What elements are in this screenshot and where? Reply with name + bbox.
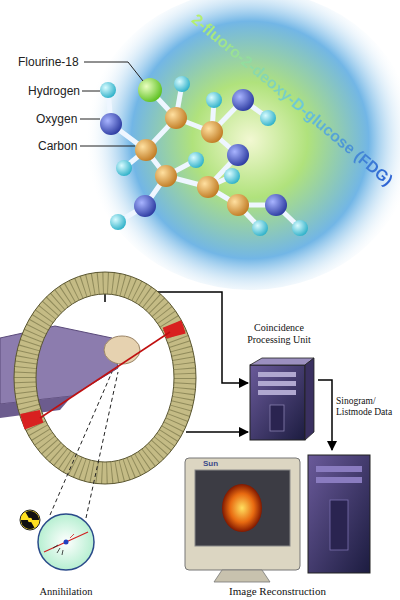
data-connector: [318, 380, 332, 450]
fluorine-atom: [138, 78, 162, 102]
carbon-atoms-part: [155, 165, 177, 187]
pet-scanner-ring-part: [40, 332, 170, 418]
annihilation-circle: [38, 514, 94, 570]
carbon-atoms: [135, 107, 249, 216]
oxygen-atoms-part: [227, 144, 249, 166]
oxygen-atoms-part: [232, 89, 254, 111]
radiation-symbol: [19, 508, 42, 531]
workstation-part: [222, 484, 262, 532]
radiation-symbol-part: [28, 518, 32, 522]
atom-label: Oxygen: [36, 112, 77, 126]
coincidence-unit-tower-part: [258, 381, 296, 386]
pet-scanner-ring-part: [25, 283, 185, 473]
patient-part: [104, 336, 140, 364]
zoom-lines-part: [86, 372, 118, 518]
hydrogen-atoms-part: [188, 152, 204, 168]
workstation-part: [308, 455, 370, 573]
leader-lines-part: [84, 62, 143, 81]
coincidence-unit-tower-part: [258, 390, 296, 395]
workstation-part: [195, 470, 290, 546]
oxygen-atoms: [100, 89, 287, 217]
carbon-atoms-part: [165, 107, 187, 129]
pet-scanner-ring-part: [36, 294, 174, 462]
workstation-part: [316, 466, 362, 472]
leader-lines-part: [82, 91, 100, 92]
molecule-glow-part: [85, 0, 400, 290]
workstation: [185, 455, 370, 582]
node-box: Image Reconstruction: [180, 450, 375, 598]
carbon-atoms-part: [227, 194, 249, 216]
hydrogen-atoms-part: [252, 220, 268, 236]
logo-text: Sun: [203, 459, 218, 468]
molecule-bonds: [108, 84, 300, 228]
hydrogen-atoms-part: [110, 214, 126, 230]
leader-lines-part: [80, 146, 135, 147]
hydrogen-atoms-part: [260, 110, 276, 126]
annihilation-circle-part: [53, 545, 63, 555]
fluorine-atom-part: [138, 78, 162, 102]
coincidence-unit-tower-part: [250, 365, 305, 440]
connector-label: Sinogram/ Listmode Data: [336, 396, 398, 419]
hydrogen-atoms-part: [224, 168, 240, 184]
hydrogen-atoms: [100, 76, 308, 236]
oxygen-atoms-part: [100, 113, 122, 135]
coincidence-unit-tower-part: [258, 372, 296, 377]
leader-lines: [80, 62, 143, 146]
atom-label: Hydrogen: [28, 84, 80, 98]
pet-scanner-ring-part: [30, 412, 34, 426]
node-label: Annihilation: [28, 586, 104, 598]
annihilation-circle-part: [70, 534, 74, 538]
leader-lines-part: [80, 119, 100, 120]
coincidence-unit-tower-part: [305, 358, 314, 440]
coincidence-unit-tower-part: [250, 358, 314, 365]
node-box: Annihilation: [28, 508, 104, 598]
oxygen-atoms-part: [134, 195, 156, 217]
radiation-symbol-part: [19, 508, 42, 531]
atom-label: Carbon: [38, 139, 77, 153]
annihilation-circle-part: [44, 532, 88, 552]
hydrogen-atoms-part: [174, 76, 190, 92]
workstation-part: [214, 570, 270, 582]
coincidence-unit-tower-part: [270, 405, 284, 431]
scanner-wires-part: [186, 431, 248, 433]
pet-scanner-ring-part: [14, 272, 196, 484]
hydrogen-atoms-part: [206, 92, 222, 108]
atom-label: Flourine-18: [18, 55, 79, 69]
zoom-lines: [50, 372, 118, 518]
pet-scanner-ring-part: [25, 283, 185, 473]
oxygen-atoms-part: [265, 194, 287, 216]
node-box: Coincidence Processing Unit: [240, 322, 318, 444]
workstation-part: [316, 477, 362, 483]
zoom-lines-part: [50, 372, 112, 515]
node-label: Image Reconstruction: [180, 585, 375, 598]
hydrogen-atoms-part: [292, 220, 308, 236]
carbon-atoms-part: [135, 139, 157, 161]
hydrogen-atoms-part: [116, 160, 132, 176]
carbon-atoms-part: [197, 176, 219, 198]
workstation-part: [185, 458, 300, 570]
hydrogen-atoms-part: [100, 82, 116, 98]
node-label: Coincidence Processing Unit: [240, 322, 318, 345]
workstation-part: [330, 500, 348, 550]
molecule-glow: [85, 0, 400, 290]
carbon-atoms-part: [201, 121, 223, 143]
annihilation-circle-part: [38, 514, 94, 570]
coincidence-unit-tower: [250, 358, 314, 440]
pet-scanner-ring: [14, 272, 196, 484]
annihilation-circle-part: [64, 540, 69, 545]
pet-scanner-ring-part: [172, 324, 176, 336]
